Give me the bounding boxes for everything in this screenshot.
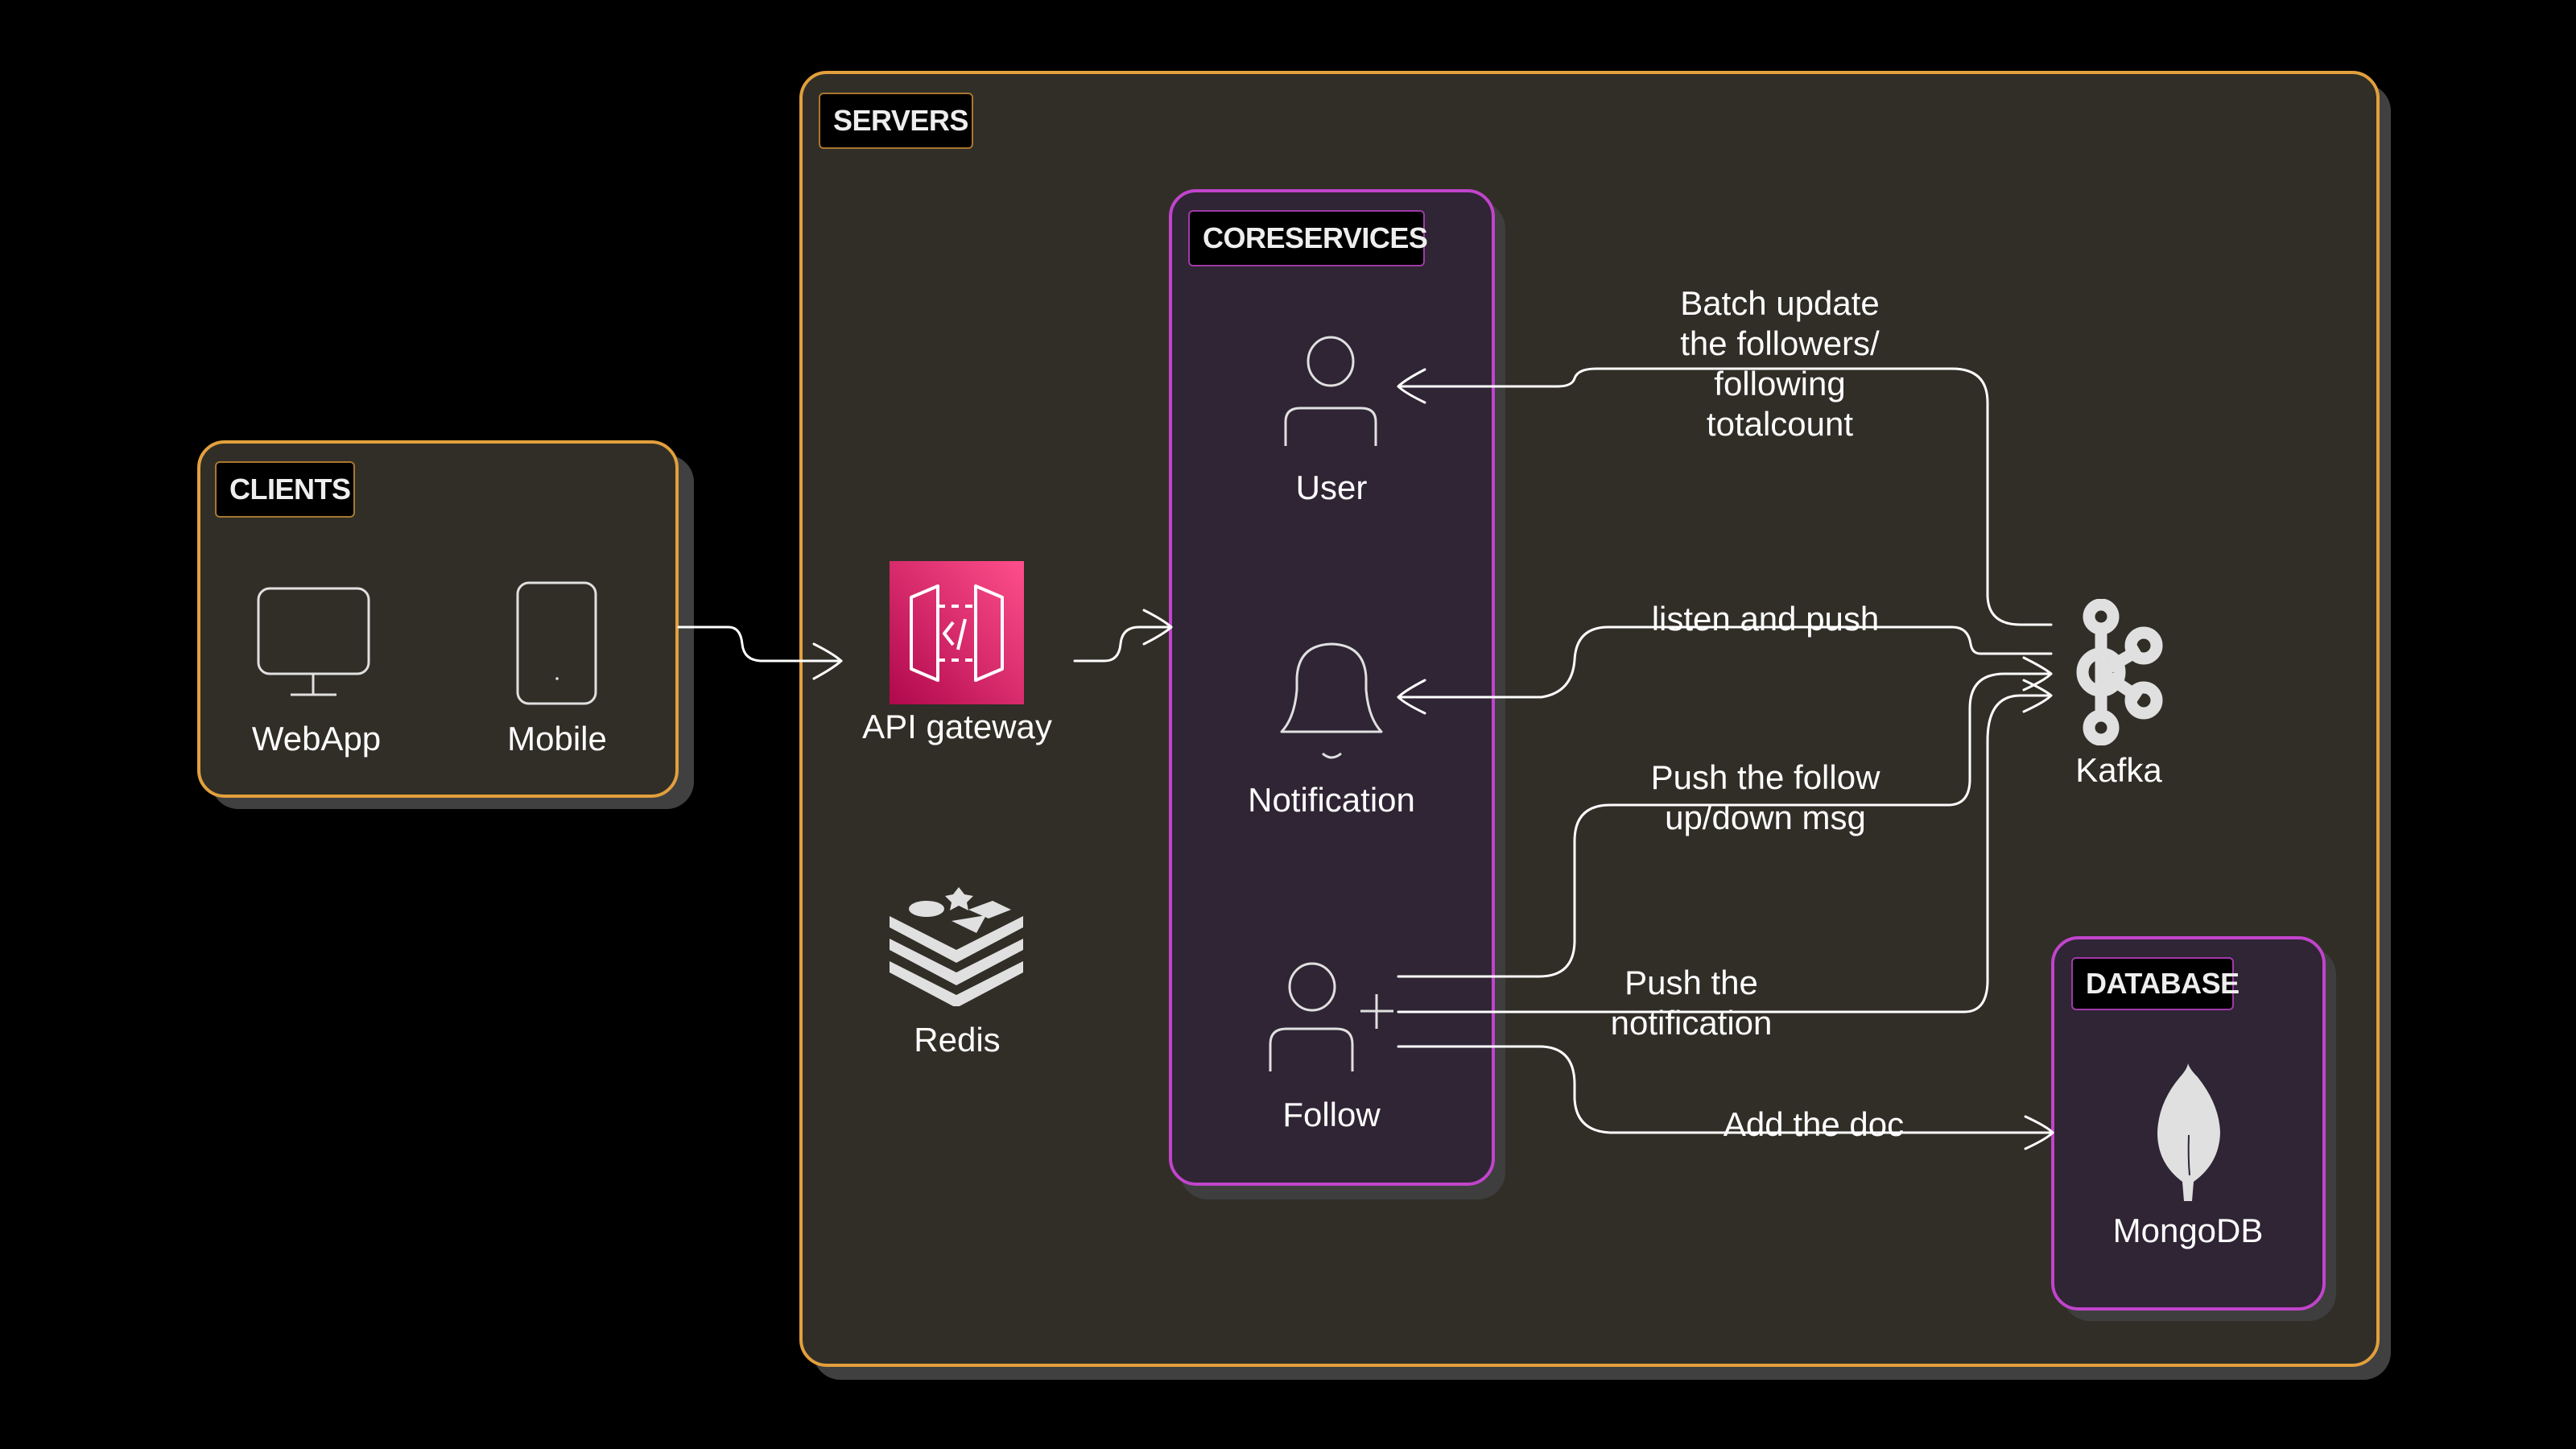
edge-kafka-to-user bbox=[1397, 367, 2053, 626]
coreservices-group[interactable] bbox=[1169, 189, 1495, 1186]
edge-label-listen-and-push: listen and push bbox=[1651, 600, 1880, 638]
database-group-title: DATABASE bbox=[2071, 957, 2240, 1010]
notification-label: Notification bbox=[1248, 781, 1415, 819]
edge-api-gateway-to-coreservices bbox=[1073, 625, 1173, 663]
api-gateway-label: API gateway bbox=[862, 708, 1052, 745]
webapp-label: WebApp bbox=[251, 720, 382, 758]
edge-follow-to-kafka-notification bbox=[1397, 694, 2053, 1013]
edge-label-line: following bbox=[1714, 365, 1846, 402]
coreservices-group-title: CORESERVICES bbox=[1188, 210, 1428, 266]
edge-label-line: Push the follow bbox=[1650, 758, 1880, 796]
api-gateway-icon[interactable] bbox=[890, 561, 1024, 704]
mobile-phone-icon[interactable] bbox=[515, 580, 599, 706]
arrowhead-api-gateway-to-coreservices bbox=[1142, 609, 1173, 646]
edge-label-line: the followers/ bbox=[1680, 324, 1880, 362]
arrowhead-follow-to-mongodb bbox=[2024, 1115, 2054, 1150]
user-add-icon[interactable] bbox=[1267, 960, 1396, 1073]
mongodb-leaf-icon[interactable] bbox=[2156, 1063, 2222, 1203]
edge-clients-to-api-gateway bbox=[677, 625, 843, 663]
arrowhead-follow-to-kafka-notification bbox=[2022, 679, 2053, 713]
edge-label-line: up/down msg bbox=[1665, 799, 1866, 836]
mongodb-label: MongoDB bbox=[2112, 1212, 2264, 1249]
edge-label-push-notification: Push the notification bbox=[1611, 963, 1773, 1043]
bell-icon[interactable] bbox=[1278, 642, 1388, 766]
redis-label: Redis bbox=[914, 1021, 1001, 1059]
arrowhead-clients-to-api-gateway bbox=[812, 642, 843, 680]
edge-label-batch-update: Batch update the followers/ following to… bbox=[1680, 283, 1880, 444]
edge-label-add-the-doc: Add the doc bbox=[1723, 1105, 1905, 1143]
edge-label-push-follow-msg: Push the follow up/down msg bbox=[1651, 758, 1880, 838]
edge-label-line: Push the bbox=[1624, 964, 1758, 1001]
edge-kafka-to-notification bbox=[1397, 625, 2053, 699]
follow-label: Follow bbox=[1282, 1096, 1381, 1133]
edge-follow-to-mongodb bbox=[1397, 1045, 2054, 1134]
user-label: User bbox=[1295, 469, 1368, 506]
mobile-label: Mobile bbox=[507, 720, 607, 758]
kafka-icon[interactable] bbox=[2071, 599, 2166, 745]
edge-follow-to-kafka-msg bbox=[1397, 672, 2053, 978]
edge-label-line: totalcount bbox=[1706, 405, 1854, 443]
clients-group-title: CLIENTS bbox=[215, 461, 355, 518]
arrowhead-kafka-to-notification bbox=[1397, 679, 1426, 715]
kafka-label: Kafka bbox=[2075, 751, 2162, 789]
edge-label-line: notification bbox=[1610, 1004, 1773, 1042]
user-icon[interactable] bbox=[1282, 336, 1379, 448]
edge-label-line: Batch update bbox=[1680, 284, 1880, 322]
servers-group-title: SERVERS bbox=[819, 93, 973, 149]
monitor-icon[interactable] bbox=[256, 586, 377, 699]
redis-icon[interactable] bbox=[888, 886, 1025, 1006]
arrowhead-kafka-to-user bbox=[1397, 368, 1426, 404]
